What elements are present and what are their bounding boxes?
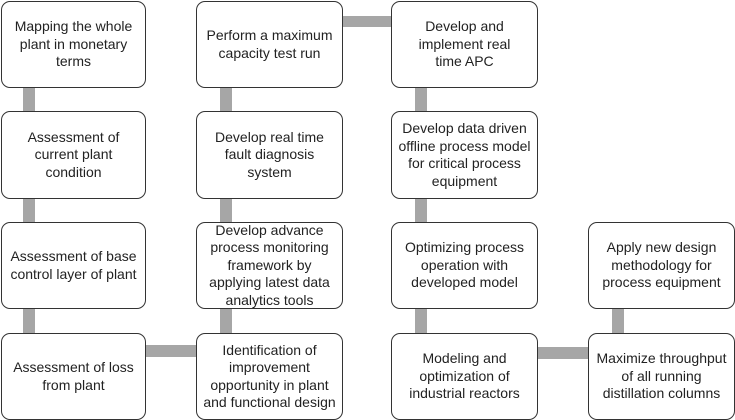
connector bbox=[145, 345, 199, 357]
step-label: Assessment of base control layer of plan… bbox=[10, 248, 137, 282]
connector bbox=[415, 305, 427, 335]
step-label: Mapping the whole plant in monetary term… bbox=[14, 18, 133, 70]
step-assess-condition: Assessment of current plant condition bbox=[1, 111, 146, 199]
step-label: Develop data driven offline process mode… bbox=[398, 120, 531, 189]
connector bbox=[415, 85, 427, 115]
step-label: Assessment of loss from plant bbox=[13, 359, 134, 393]
step-real-time-apc: Develop and implement real time APC bbox=[391, 1, 538, 88]
step-optimize-operation: Optimizing process operation with develo… bbox=[391, 222, 538, 309]
step-label: Identification of improvement opportunit… bbox=[203, 341, 336, 411]
connector bbox=[23, 195, 35, 225]
connector bbox=[220, 305, 232, 335]
connector bbox=[220, 195, 232, 225]
step-reactor-modeling: Modeling and optimization of industrial … bbox=[391, 333, 538, 420]
connector bbox=[23, 305, 35, 335]
step-label: Assessment of current plant condition bbox=[27, 128, 120, 180]
connector bbox=[220, 85, 232, 115]
step-label: Perform a maximum capacity test run bbox=[206, 27, 333, 61]
step-label: Apply new design methodology for process… bbox=[602, 239, 721, 291]
connector bbox=[535, 347, 591, 359]
step-mapping-plant: Mapping the whole plant in monetary term… bbox=[1, 1, 146, 88]
step-new-design-methodology: Apply new design methodology for process… bbox=[588, 222, 735, 309]
step-process-monitoring: Develop advance process monitoring frame… bbox=[196, 222, 343, 309]
step-maximize-throughput: Maximize throughput of all running disti… bbox=[588, 333, 735, 420]
step-label: Maximize throughput of all running disti… bbox=[596, 350, 727, 402]
step-identify-improvement: Identification of improvement opportunit… bbox=[196, 333, 343, 420]
step-capacity-test: Perform a maximum capacity test run bbox=[196, 1, 343, 88]
step-assess-control-layer: Assessment of base control layer of plan… bbox=[1, 222, 146, 309]
step-label: Develop advance process monitoring frame… bbox=[209, 221, 330, 308]
step-label: Develop and implement real time APC bbox=[418, 18, 511, 70]
step-label: Modeling and optimization of industrial … bbox=[409, 350, 520, 402]
connector bbox=[340, 16, 394, 27]
connector bbox=[612, 305, 624, 335]
step-fault-diagnosis: Develop real time fault diagnosis system bbox=[196, 111, 343, 199]
step-label: Optimizing process operation with develo… bbox=[404, 239, 525, 291]
step-assess-loss: Assessment of loss from plant bbox=[1, 333, 146, 420]
step-offline-model: Develop data driven offline process mode… bbox=[391, 111, 538, 199]
connector bbox=[415, 195, 427, 225]
step-label: Develop real time fault diagnosis system bbox=[215, 128, 324, 180]
connector bbox=[23, 85, 35, 115]
